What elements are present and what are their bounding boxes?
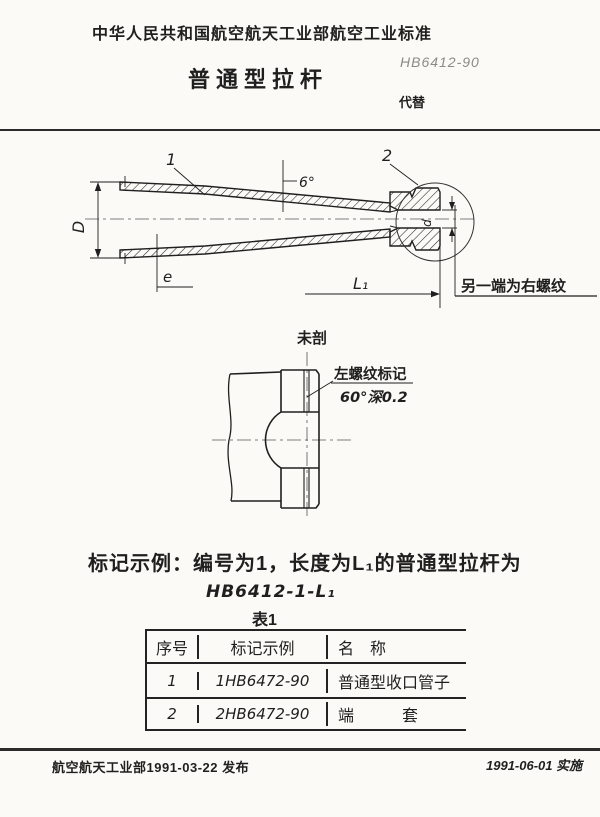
- thread-mark-leader: [306, 380, 334, 398]
- table-row: 2 2HB6472-90 端 套: [147, 699, 466, 731]
- dim-d-arrow-top: [449, 202, 455, 210]
- angle-label: 6°: [299, 175, 315, 191]
- dim-e-label: e: [163, 268, 172, 286]
- column-header-name: 名 称: [326, 634, 466, 659]
- page-title: 普通型拉杆: [188, 68, 329, 93]
- unsectioned-label: 未剖: [296, 329, 327, 347]
- row-code: 2HB6472-90: [197, 705, 326, 723]
- main-drawing: D e 6° 1 2 d L₁ 另一端为右螺纹: [69, 146, 597, 308]
- designation-code: HB6412-1-L₁: [206, 582, 336, 602]
- table-caption: 表1: [252, 612, 277, 629]
- dim-L1-arrow: [431, 290, 440, 298]
- bore-flare-top: [389, 209, 399, 213]
- column-header-no: 序号: [155, 640, 188, 658]
- row-name: 端 套: [326, 702, 466, 726]
- table-row: 1 1HB6472-90 普通型收口管子: [147, 664, 466, 699]
- footer-divider: [0, 748, 600, 751]
- row-name: 普通型收口管子: [326, 668, 466, 693]
- rod-break-line: [227, 373, 233, 502]
- tube-bottom-wall: [119, 228, 391, 259]
- thread-mark-spec: 60°深0.2: [340, 389, 408, 406]
- row-code: 1HB6472-90: [197, 671, 326, 690]
- callout-1-leader: [173, 167, 206, 196]
- dim-L1-label: L₁: [353, 274, 368, 293]
- end-fitting-upper: [389, 187, 441, 211]
- table-header-row: 序号 标记示例 名 称: [147, 631, 466, 664]
- callout-2-leader: [389, 163, 419, 186]
- tube-top-wall: [119, 181, 391, 213]
- thread-mark-note: 左螺纹标记: [333, 365, 407, 383]
- detail-drawing: 未剖 左螺纹标记 60°深0.2: [212, 329, 413, 520]
- dim-d-label: d: [420, 219, 434, 227]
- dim-D-arrow-top: [94, 182, 102, 191]
- standard-org-line: 中华人民共和国航空航天工业部航空工业标准: [92, 26, 433, 43]
- row-no: 2: [167, 705, 177, 723]
- rod-top-edge: [229, 371, 282, 375]
- standard-number: HB6412-90: [400, 54, 480, 70]
- right-thread-note: 另一端为右螺纹: [461, 277, 567, 295]
- dim-D-arrow-bottom: [94, 249, 102, 258]
- cap-thread-grooves: [303, 370, 310, 508]
- footer-effective-text: 1991-06-01 实施: [486, 758, 583, 773]
- detail-callout-circle: [395, 182, 475, 262]
- callout-2-label: 2: [382, 146, 392, 165]
- callout-1-label: 1: [166, 150, 176, 169]
- header-divider: [0, 129, 600, 131]
- parts-table: 序号 标记示例 名 称 1 1HB6472-90 普通型收口管子 2 2HB64…: [145, 629, 466, 731]
- cap-sphere-bulge: [264, 411, 282, 469]
- marking-example-line: 标记示例：编号为1，长度为L₁的普通型拉杆为: [88, 553, 522, 575]
- end-fitting-lower: [389, 227, 441, 251]
- column-header-code: 标记示例: [197, 634, 326, 659]
- replaces-label: 代替: [399, 95, 426, 110]
- footer-issued-text: 航空航天工业部1991-03-22 发布: [52, 760, 250, 775]
- row-no: 1: [167, 671, 177, 690]
- cap-bottom-edge: [281, 503, 320, 509]
- dim-d-arrow-bottom: [449, 228, 455, 236]
- cap-top-edge: [281, 369, 320, 375]
- dim-D-label: D: [69, 221, 88, 233]
